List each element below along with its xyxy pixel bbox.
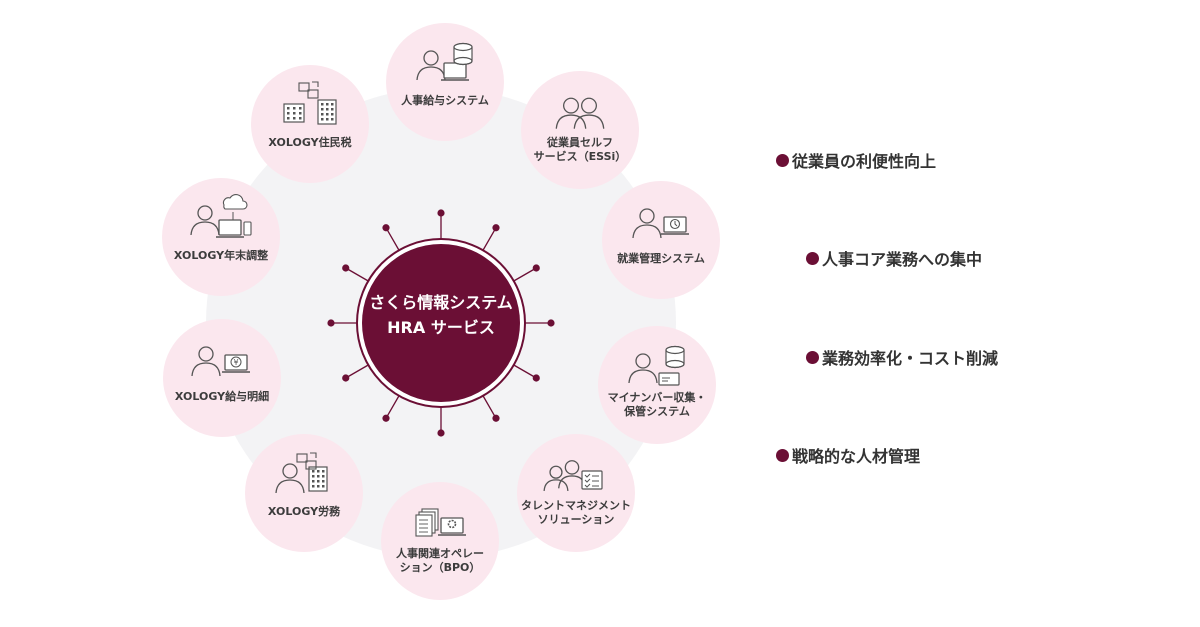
person-server-laptop-icon	[416, 42, 473, 81]
service-label: 人事関連オペレー	[396, 546, 484, 560]
buildings-transfer-icon	[283, 81, 337, 125]
service-node-circle	[517, 434, 635, 552]
center-hub: さくら情報システム HRA サービス	[356, 238, 526, 408]
spoke-dot	[532, 264, 540, 272]
service-node-jinji-kyuyo: 人事給与システム	[386, 23, 504, 141]
service-label: 人事給与システム	[401, 93, 489, 107]
bullet-icon	[776, 153, 789, 167]
person-cloud-devices-icon	[190, 194, 252, 238]
service-label: 従業員セルフ	[546, 135, 613, 149]
spokes	[327, 209, 555, 437]
service-node-circle	[381, 482, 499, 600]
benefit-item: 人事コア業務への集中	[806, 246, 982, 270]
service-label: XOLOGY年末調整	[174, 248, 268, 262]
service-label: 就業管理システム	[617, 251, 705, 265]
benefit-label: 業務効率化・コスト削減	[822, 349, 999, 368]
spoke-line	[513, 364, 537, 379]
service-node-kyuyo-meisai: ¥ XOLOGY給与明細	[163, 319, 281, 437]
person-card-server-icon	[628, 345, 685, 386]
spoke-line	[385, 395, 400, 419]
service-node-circle	[251, 65, 369, 183]
service-label: タレントマネジメント	[521, 499, 631, 512]
spoke-dot	[547, 319, 555, 327]
person-clock-laptop-icon	[632, 208, 689, 239]
service-label: サービス（ESSi）	[534, 149, 627, 163]
center-title-line2: HRA サービス	[387, 318, 495, 337]
spoke-line	[513, 267, 537, 282]
benefit-label: 戦略的な人材管理	[792, 447, 921, 466]
spoke-dot	[342, 264, 350, 272]
benefit-item: 業務効率化・コスト削減	[806, 345, 998, 369]
service-label: 保管システム	[623, 404, 690, 418]
bullet-icon	[806, 350, 819, 364]
benefit-item: 戦略的な人材管理	[776, 443, 920, 467]
spoke-dot	[492, 224, 500, 232]
spoke-dot	[492, 414, 500, 422]
spoke-dot	[437, 209, 445, 217]
center-circle	[362, 244, 520, 402]
benefit-item: 従業員の利便性向上	[776, 148, 936, 172]
bullet-icon	[806, 251, 819, 265]
two-people-icon	[555, 97, 605, 129]
spoke-dot	[382, 224, 390, 232]
service-label: ソリューション	[538, 513, 615, 526]
spoke-dot	[437, 429, 445, 437]
service-node-circle	[386, 23, 504, 141]
service-node-circle	[521, 71, 639, 189]
benefit-label: 従業員の利便性向上	[792, 152, 937, 171]
service-node-shugyo: 就業管理システム	[602, 181, 720, 299]
spoke-dot	[327, 319, 335, 327]
service-label: マイナンバー収集・	[608, 390, 707, 404]
service-node-romu: XOLOGY労務	[245, 434, 363, 552]
spoke-dot	[382, 414, 390, 422]
service-node-nenmatsu: XOLOGY年末調整	[162, 178, 280, 296]
service-node-circle	[602, 181, 720, 299]
people-checklist-icon	[543, 460, 603, 491]
documents-gear-laptop-icon	[415, 508, 466, 537]
bullet-icon	[776, 448, 789, 462]
benefit-label: 人事コア業務への集中	[822, 250, 983, 269]
svg-text:¥: ¥	[233, 358, 238, 367]
service-node-circle	[163, 319, 281, 437]
spoke-line	[345, 267, 369, 282]
service-node-mynumber: マイナンバー収集・保管システム	[598, 326, 716, 444]
service-label: XOLOGY労務	[268, 504, 341, 518]
person-yen-laptop-icon: ¥	[191, 346, 250, 377]
spoke-dot	[532, 374, 540, 382]
service-nodes: 人事給与システム従業員セルフサービス（ESSi）就業管理システムマイナンバー収集…	[162, 23, 720, 600]
spoke-line	[345, 364, 369, 379]
service-label: ション（BPO）	[400, 561, 481, 574]
service-node-circle	[598, 326, 716, 444]
spoke-line	[385, 227, 400, 251]
spoke-line	[482, 395, 497, 419]
center-title-line1: さくら情報システム	[369, 293, 513, 312]
spoke-dot	[342, 374, 350, 382]
service-node-juminzei: XOLOGY住民税	[251, 65, 369, 183]
person-building-icon	[275, 452, 328, 494]
service-label: XOLOGY給与明細	[175, 389, 269, 403]
service-label: XOLOGY住民税	[268, 135, 351, 149]
spoke-line	[482, 227, 497, 251]
